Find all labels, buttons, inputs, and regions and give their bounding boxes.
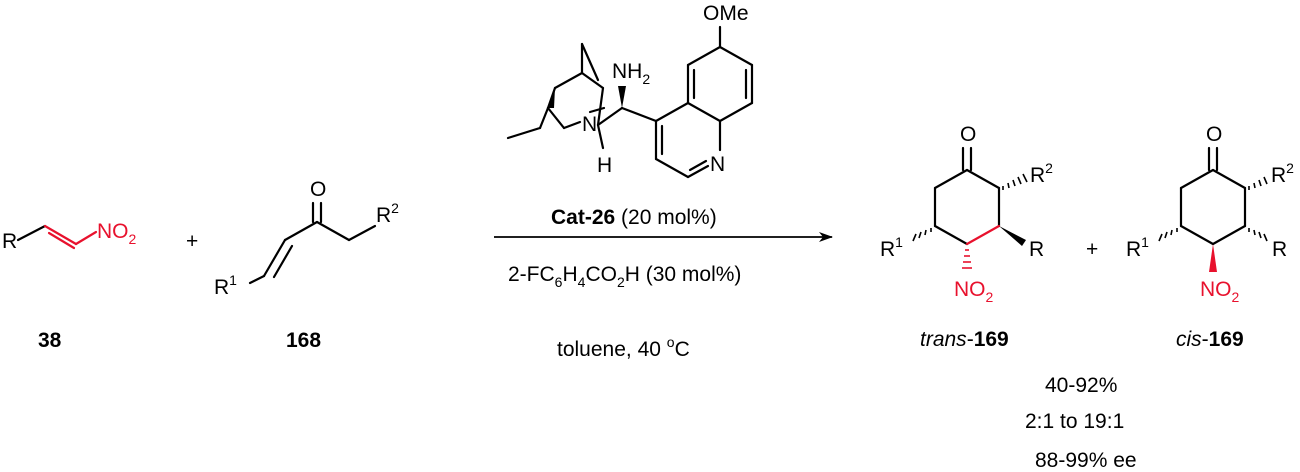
c2-hydrogen-label: H	[597, 154, 612, 177]
product-cis-169: O R2 R R1	[1126, 123, 1294, 351]
compound-38-id: 38	[38, 329, 62, 352]
acid-additive-label: 2-FC6H4CO2H (30 mol%)	[508, 263, 741, 290]
amine-wedge-bond	[618, 86, 626, 108]
trans-oxygen-label: O	[960, 123, 976, 146]
solvent-temperature-label: toluene, 40 oC	[557, 334, 690, 361]
compound-168-enone: O R2 R1 168	[214, 178, 399, 352]
catalyst-cat-26-structure: OMe N NH2 H N	[506, 2, 754, 179]
trans-169-id: trans-169	[920, 328, 1009, 351]
nitroalkene-r-label: R	[2, 230, 17, 253]
compound-168-id: 168	[286, 329, 321, 352]
product-trans-169: O R2 R R1	[880, 123, 1053, 351]
trans-r1-label: R1	[880, 234, 903, 261]
enone-oxygen-label: O	[310, 178, 326, 201]
nitro-group-label: NO2	[97, 220, 137, 247]
enone-r2-label: R2	[376, 200, 399, 227]
trans-r-label: R	[1029, 238, 1044, 261]
cis-r1-label: R1	[1126, 234, 1149, 261]
quinuclidine-nitrogen-label: N	[582, 113, 597, 136]
enantiomeric-excess: 88-99% ee	[1035, 449, 1137, 472]
cis-nitro-label: NO2	[1200, 278, 1240, 305]
enone-r1-label: R1	[214, 272, 237, 299]
quinoline-nitrogen-label: N	[710, 153, 725, 176]
plus-sign-2: +	[1086, 238, 1098, 261]
cis-169-id: cis-169	[1176, 328, 1244, 351]
cis-r2-label: R2	[1271, 160, 1294, 187]
methoxy-label: OMe	[703, 2, 749, 25]
cis-oxygen-label: O	[1206, 123, 1222, 146]
plus-sign-1: +	[186, 230, 198, 253]
diastereomeric-ratio: 2:1 to 19:1	[1025, 410, 1124, 433]
trans-nitro-label: NO2	[954, 278, 994, 305]
trans-r2-label: R2	[1030, 160, 1053, 187]
amine-label: NH2	[612, 60, 650, 87]
catalyst-loading-label: Cat-26 (20 mol%)	[551, 206, 717, 229]
yield-range: 40-92%	[1045, 374, 1117, 397]
cis-r-label: R	[1272, 238, 1287, 261]
compound-38-nitroalkene: R NO2 38	[2, 220, 137, 352]
